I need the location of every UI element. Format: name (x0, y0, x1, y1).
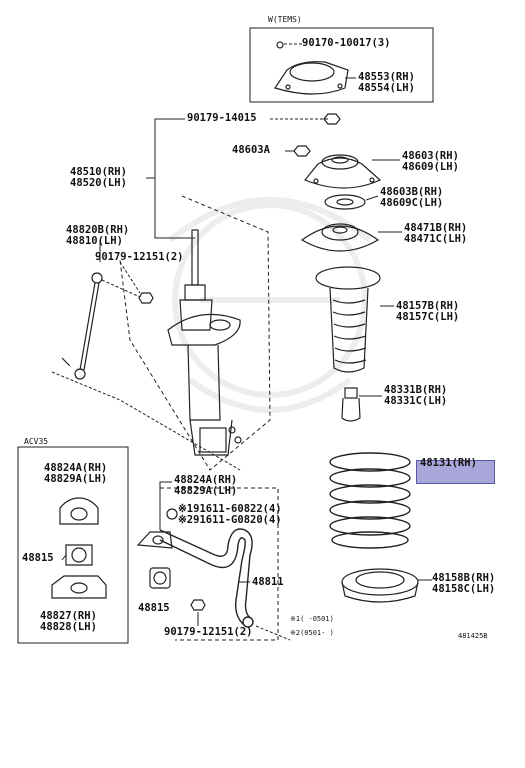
part-label-48828[interactable]: 48828(LH) (40, 621, 97, 633)
variant-label-acv35: ACV35 (24, 437, 49, 446)
stabilizer-bar (159, 528, 254, 628)
bearing (324, 194, 366, 210)
leader-48824a (159, 481, 172, 530)
part-label-48815[interactable]: 48815 (138, 602, 170, 614)
part-label-48510[interactable]: 48510(RH) (70, 166, 127, 178)
part-label-48827[interactable]: 48827(RH) (40, 610, 97, 622)
part-label-91611-1[interactable]: ※191611-60822(4) (178, 503, 282, 515)
stabilizer-link (61, 272, 103, 380)
bump-stopper (341, 387, 361, 422)
part-label-48131[interactable]: 48131(RH) (420, 457, 477, 469)
part-label-48811[interactable]: 48811 (252, 576, 284, 588)
part-label-48158c[interactable]: 48158C(LH) (432, 583, 496, 595)
part-label-48157c[interactable]: 48157C(LH) (396, 311, 460, 323)
upper-spring-seat (300, 223, 380, 252)
link-dashed-lines (51, 261, 241, 471)
part-label-48603a[interactable]: 48603A (232, 144, 270, 156)
acv35-box (17, 446, 129, 644)
highlighted-part-48131[interactable] (416, 460, 495, 484)
lower-insulator (341, 568, 419, 603)
part-label-48603[interactable]: 48603(RH) (402, 150, 459, 162)
part-label-48158b[interactable]: 48158B(RH) (432, 572, 496, 584)
part-label-48520[interactable]: 48520(LH) (70, 177, 127, 189)
part-label-48609c[interactable]: 48609C(LH) (380, 197, 444, 209)
part-label-48815-box[interactable]: 48815 (22, 552, 54, 564)
part-label-48810[interactable]: 48810(LH) (66, 235, 123, 247)
nut-icon (323, 113, 341, 125)
bushing-48815 (149, 567, 171, 589)
part-label-48331c[interactable]: 48331C(LH) (384, 395, 448, 407)
part-label-90179-stab[interactable]: 90179-12151(2) (164, 626, 253, 638)
part-label-48603b[interactable]: 48603B(RH) (380, 186, 444, 198)
tems-box (249, 27, 434, 103)
footnote-1: ※1( -0501) (290, 615, 334, 623)
bushing-bracket-box (51, 497, 107, 599)
nut-stab-icon (190, 599, 206, 611)
part-label-91611-2[interactable]: ※291611-G0820(4) (178, 514, 282, 526)
part-label-48829a[interactable]: 48829A(LH) (174, 485, 238, 497)
part-label-48554[interactable]: 48554(LH) (358, 82, 415, 94)
strut-bracket (154, 118, 195, 239)
part-label-90179-top[interactable]: 90179-14015 (187, 112, 257, 124)
part-label-48553[interactable]: 48553(RH) (358, 71, 415, 83)
part-label-48157b[interactable]: 48157B(RH) (396, 300, 460, 312)
bolt-91611 (166, 508, 178, 520)
stab-dashed-right (255, 625, 291, 641)
coil-spring (329, 452, 411, 549)
strut-dashed-outline (119, 195, 271, 471)
shock-absorber (167, 229, 242, 456)
part-label-48609[interactable]: 48609(LH) (402, 161, 459, 173)
upper-support-tems (274, 41, 349, 95)
part-label-48829a-box[interactable]: 48829A(LH) (44, 473, 108, 485)
variant-label-tems: W(TEMS) (268, 15, 302, 24)
bracket-48824a (136, 531, 173, 549)
part-label-48331b[interactable]: 48331B(RH) (384, 384, 448, 396)
nut-48603a-icon (293, 145, 311, 157)
upper-mount (304, 154, 382, 189)
part-label-48824a-box[interactable]: 48824A(RH) (44, 462, 108, 474)
part-label-48471b[interactable]: 48471B(RH) (404, 222, 468, 234)
stabilizer-dashed-outline (160, 487, 279, 641)
nut-link-icon (138, 292, 154, 304)
part-label-48471c[interactable]: 48471C(LH) (404, 233, 468, 245)
footnote-2: ※2(0501- ) (290, 629, 334, 637)
part-label-90179-link[interactable]: 90179-12151(2) (95, 251, 184, 263)
figure-number: 481425B (458, 632, 488, 640)
part-label-90170[interactable]: 90170-10017(3) (302, 37, 391, 49)
leader-48815-box (61, 554, 67, 561)
part-label-48820b[interactable]: 48820B(RH) (66, 224, 130, 236)
part-label-48824a[interactable]: 48824A(RH) (174, 474, 238, 486)
dust-boot (315, 266, 381, 373)
leader-48603b (365, 195, 379, 201)
